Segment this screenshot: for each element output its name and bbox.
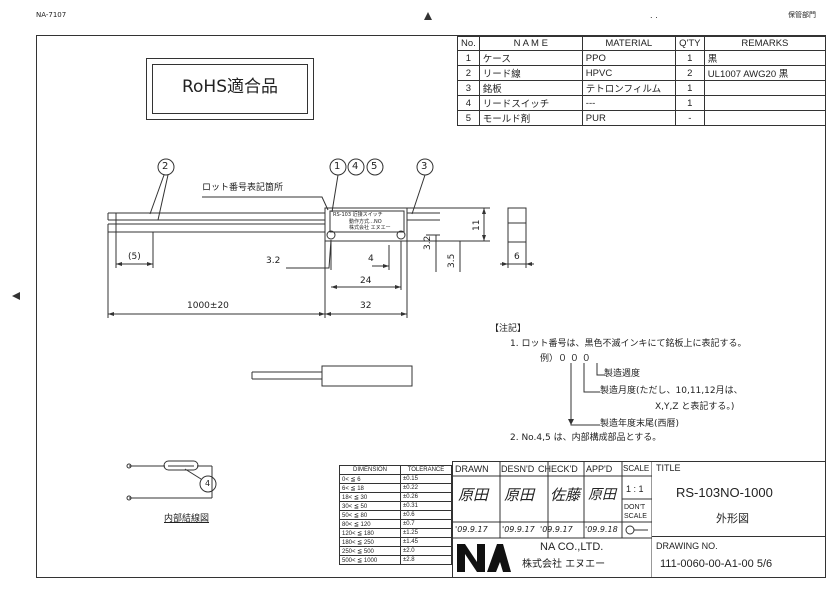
balloon-4-icon [347,158,365,176]
switch-body [324,207,408,242]
note-2: 2. No.4,5 は、内部構成部品とする。 [510,433,662,443]
note-week: 製造週度 [604,369,641,379]
drawing-frame [36,35,826,578]
table-row: 180< ≦ 250±1.45 [339,537,452,547]
top-dots: . . [650,11,658,20]
dim-3-2b: 3.2 [423,235,433,250]
wiring-balloon-label: 4 [205,479,211,488]
storage-dept-label: 保管部門 [788,11,816,19]
sig-app: 原田 [588,487,616,503]
dim-11: 11 [472,219,482,231]
table-row: 1 ケース PPO 1 黒 [457,50,827,66]
top-center-marker-icon [424,12,432,20]
table-row: 5 モールド剤 PUR - [457,110,827,126]
rohs-label: RoHS適合品 [181,77,279,97]
table-row: 50< ≦ 80±0.6 [339,510,452,520]
plate-text-3: 株式会社 エヌエー [349,225,391,231]
table-row: 120< ≦ 180±1.25 [339,528,452,538]
balloon-1-label: 1 [334,161,341,172]
title-block [452,461,826,578]
appd-label: APP'D [586,464,613,474]
company-en: NA CO.,LTD. [540,541,604,553]
table-row: 6< ≦ 18±0.22 [339,483,452,493]
note-month: 製造月度(ただし、10,11,12月は、 [600,386,743,396]
tolerance-table: DIMENSION TOLERANCE 0< ≦ 6±0.15 6< ≦ 18±… [339,465,452,565]
table-row: 80< ≦ 120±0.7 [339,519,452,529]
doc-code: NA-7107 [36,11,67,19]
desnd-label: DESN'D [501,464,535,474]
dim-3-5: 3.5 [447,253,457,268]
date-drawn: '09.9.17 [455,525,488,534]
sig-check: 佐藤 [550,486,581,504]
wiring-label: 内部結線図 [164,514,210,524]
balloon-2-label: 2 [162,161,169,172]
title-sub: 外形図 [716,512,749,525]
table-row: 0< ≦ 6±0.15 [339,474,452,484]
scale2-label: SCALE [624,513,647,520]
drawing-no-label: DRAWING NO. [656,541,718,551]
na-logo-icon [457,544,511,572]
balloon-3-label: 3 [421,161,428,172]
dim-3-2a: 3.2 [266,256,281,266]
dont-label: DON'T [624,504,646,511]
note-month2: X,Y,Z と表記する。) [655,402,735,412]
dim-4: 4 [368,254,374,264]
lot-location-label: ロット番号表記箇所 [202,183,284,193]
dim-32: 32 [360,301,372,311]
rohs-box: RoHS適合品 [146,58,314,120]
table-row: 250< ≦ 500±2.0 [339,546,452,556]
table-row: 500< ≦ 1000±2.8 [339,555,452,565]
drawn-label: DRAWN [455,464,489,474]
balloon-5-icon [366,158,384,176]
bottom-view [321,365,413,387]
dim-5: (5) [128,252,141,262]
scale-label: SCALE [623,464,650,473]
left-center-marker-icon [12,292,20,300]
balloon-2-icon [157,158,175,176]
dim-6: 6 [514,252,520,262]
drawing-no: 111-0060-00-A1-00 5/6 [660,558,773,570]
note-year: 製造年度末尾(西暦) [600,419,680,429]
parts-table: No. N A M E MATERIAL Q'TY REMARKS 1 ケース … [457,36,827,126]
balloon-5-label: 5 [371,161,378,172]
table-row: 18< ≦ 30±0.26 [339,492,452,502]
note-example: 例）０ ０ ０ [540,354,591,364]
date-app: '09.9.18 [585,525,618,534]
table-row: 30< ≦ 50±0.31 [339,501,452,511]
sig-drawn: 原田 [458,486,489,504]
notes-title: 【注記】 [490,324,527,334]
company-jp: 株式会社 エヌエー [522,559,606,570]
date-desnd: '09.9.17 [502,525,535,534]
balloon-4-label: 4 [352,161,359,172]
plate-text-2: 動作方式…NO [349,219,382,225]
table-row: 3 銘板 テトロンフィルム 1 [457,80,827,96]
note-1: 1. ロット番号は、黒色不滅インキにて銘板上に表記する。 [510,339,747,349]
date-check: '09.9.17 [540,525,573,534]
sig-desnd: 原田 [504,486,535,504]
title-label: TITLE [656,463,681,473]
scale-value: 1 : 1 [626,484,644,494]
dim-24: 24 [360,276,372,286]
title-main: RS-103NO-1000 [676,485,773,500]
wiring-balloon-icon [199,475,217,493]
checkd-label: CHECK'D [538,464,578,474]
nameplate [329,210,405,233]
side-view [507,207,527,243]
dim-1000: 1000±20 [187,301,229,311]
plate-text-1: RS-103 近接スイッチ [333,212,383,218]
